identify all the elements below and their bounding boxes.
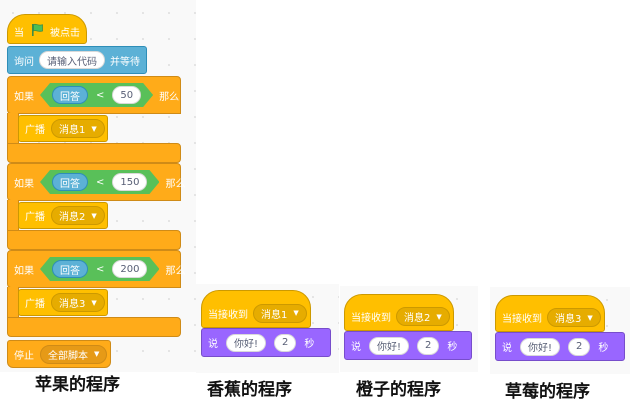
then-label: 那么: [165, 265, 186, 277]
receive-message-dropdown[interactable]: 消息2 ▼: [396, 307, 450, 326]
if-block-3-header[interactable]: 如果 回答 < 200 那么: [7, 250, 185, 288]
if-label: 如果: [14, 91, 34, 103]
broadcast-message-dropdown[interactable]: 消息3 ▼: [51, 293, 105, 312]
message-name: 消息3: [555, 314, 582, 325]
stop-option-value: 全部脚本: [48, 350, 88, 362]
ask-label: 询问: [14, 56, 34, 68]
stop-label: 停止: [14, 350, 34, 362]
less-than-symbol: <: [96, 263, 105, 275]
compare-value-input[interactable]: 200: [112, 260, 147, 278]
if-block-1-footer: [7, 143, 181, 163]
if-label: 如果: [14, 178, 34, 190]
when-label: 当: [14, 27, 24, 39]
answer-reporter[interactable]: 回答: [52, 260, 88, 278]
dropdown-caret-icon: ▼: [436, 312, 442, 321]
message-name: 消息1: [261, 309, 288, 321]
message-name: 消息2: [404, 313, 431, 324]
message-name: 消息1: [59, 125, 86, 136]
say-label: 说: [502, 343, 512, 354]
broadcast-label: 广播: [25, 212, 45, 223]
if-block-3-footer: [7, 317, 181, 337]
say-text-input[interactable]: 你好!: [226, 333, 267, 352]
orange-caption: 橙子的程序: [356, 380, 441, 400]
answer-reporter[interactable]: 回答: [52, 173, 88, 191]
broadcast-label: 广播: [25, 299, 45, 310]
ask-and-wait-block[interactable]: 询问 请输入代码 并等待: [7, 46, 147, 74]
when-flag-clicked-block[interactable]: 当 被点击: [7, 14, 87, 44]
and-wait-label: 并等待: [110, 56, 140, 68]
broadcast-block-3[interactable]: 广播 消息3 ▼: [18, 289, 108, 316]
message-name: 消息2: [59, 212, 86, 223]
clicked-label: 被点击: [50, 27, 80, 39]
broadcast-message-dropdown[interactable]: 消息1 ▼: [51, 119, 105, 138]
if-block-2-header[interactable]: 如果 回答 < 150 那么: [7, 163, 185, 201]
seconds-label: 秒: [598, 343, 609, 354]
seconds-label: 秒: [447, 342, 458, 353]
say-text-input[interactable]: 你好!: [520, 337, 561, 356]
dropdown-caret-icon: ▼: [94, 350, 100, 358]
seconds-input[interactable]: 2: [568, 337, 591, 356]
seconds-label: 秒: [304, 339, 315, 350]
banana-caption: 香蕉的程序: [207, 380, 292, 400]
say-text-input[interactable]: 你好!: [369, 336, 410, 355]
if-label: 如果: [14, 265, 34, 277]
dropdown-caret-icon: ▼: [91, 211, 97, 220]
if-block-1-header[interactable]: 如果 回答 < 50 那么: [7, 76, 181, 114]
say-label: 说: [208, 339, 218, 350]
message-name: 消息3: [59, 299, 86, 310]
green-flag-icon: [30, 23, 44, 40]
stop-block[interactable]: 停止 全部脚本 ▼: [7, 340, 111, 368]
say-for-secs-block[interactable]: 说 你好! 2 秒: [495, 332, 625, 361]
receive-message-dropdown[interactable]: 消息1 ▼: [253, 303, 307, 323]
when-i-receive-label: 当接收到: [351, 313, 391, 324]
dropdown-caret-icon: ▼: [91, 298, 97, 307]
compare-value-input[interactable]: 150: [112, 173, 147, 191]
ask-question-input[interactable]: 请输入代码: [39, 51, 105, 69]
when-i-receive-block[interactable]: 当接收到 消息2 ▼: [344, 294, 454, 331]
less-than-operator[interactable]: 回答 < 200: [40, 257, 159, 281]
answer-reporter[interactable]: 回答: [52, 86, 88, 104]
broadcast-message-dropdown[interactable]: 消息2 ▼: [51, 206, 105, 225]
say-for-secs-block[interactable]: 说 你好! 2 秒: [344, 331, 472, 360]
dropdown-caret-icon: ▼: [587, 313, 593, 322]
broadcast-block-2[interactable]: 广播 消息2 ▼: [18, 202, 108, 229]
broadcast-block-1[interactable]: 广播 消息1 ▼: [18, 115, 108, 142]
seconds-input[interactable]: 2: [417, 336, 440, 355]
compare-value-input[interactable]: 50: [112, 86, 141, 104]
seconds-input[interactable]: 2: [274, 333, 297, 352]
less-than-operator[interactable]: 回答 < 50: [40, 83, 153, 107]
less-than-symbol: <: [96, 89, 105, 101]
if-block-2-footer: [7, 230, 181, 250]
dropdown-caret-icon: ▼: [91, 124, 97, 133]
say-for-secs-block[interactable]: 说 你好! 2 秒: [201, 328, 331, 357]
apple-caption: 苹果的程序: [35, 375, 120, 395]
then-label: 那么: [159, 91, 180, 103]
say-label: 说: [351, 342, 361, 353]
strawberry-caption: 草莓的程序: [505, 382, 590, 402]
less-than-operator[interactable]: 回答 < 150: [40, 170, 159, 194]
when-i-receive-label: 当接收到: [208, 309, 248, 321]
receive-message-dropdown[interactable]: 消息3 ▼: [547, 308, 601, 327]
when-i-receive-label: 当接收到: [502, 314, 542, 325]
broadcast-label: 广播: [25, 125, 45, 136]
when-i-receive-block[interactable]: 当接收到 消息1 ▼: [201, 290, 311, 328]
stop-option-dropdown[interactable]: 全部脚本 ▼: [40, 344, 108, 364]
dropdown-caret-icon: ▼: [293, 309, 299, 317]
then-label: 那么: [165, 178, 186, 190]
when-i-receive-block[interactable]: 当接收到 消息3 ▼: [495, 295, 605, 332]
less-than-symbol: <: [96, 176, 105, 188]
